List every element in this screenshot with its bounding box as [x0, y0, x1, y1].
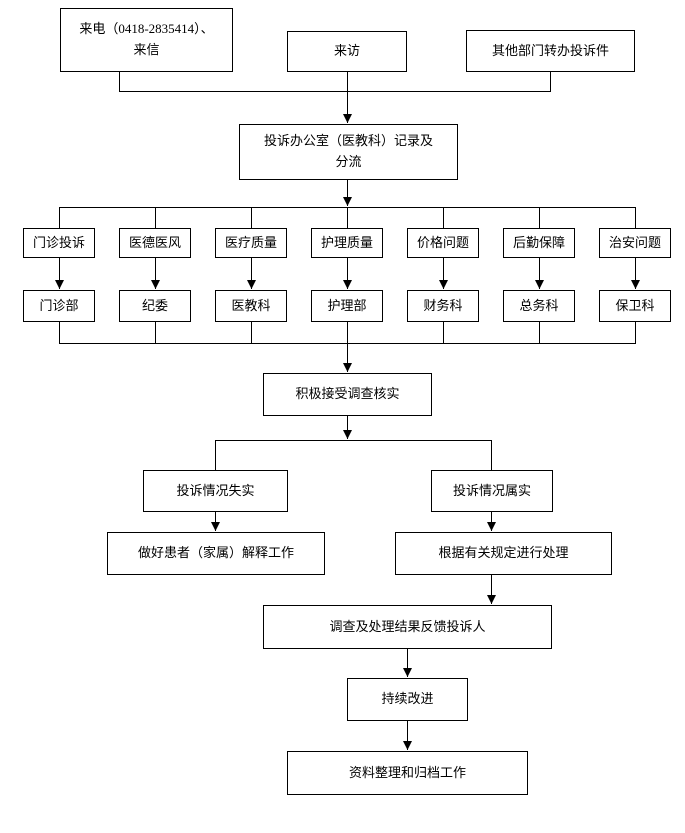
node-source-phone-letter: 来电（0418-2835414）、 来信 — [60, 8, 233, 72]
node-explain-to-patient-family: 做好患者（家属）解释工作 — [107, 532, 325, 575]
verify-split-lines — [215, 416, 492, 470]
node-department-general-affairs: 总务科 — [503, 290, 575, 322]
node-category-logistics-support: 后勤保障 — [503, 228, 575, 258]
category-to-department-arrows — [55, 258, 640, 289]
node-category-medical-quality: 医疗质量 — [215, 228, 287, 258]
node-department-security: 保卫科 — [599, 290, 671, 322]
node-handle-per-regulations: 根据有关规定进行处理 — [395, 532, 612, 575]
node-department-nursing: 护理部 — [311, 290, 383, 322]
node-department-outpatient: 门诊部 — [23, 290, 95, 322]
source-junction-lines — [119, 72, 551, 123]
node-complaint-office-intake: 投诉办公室（医教科）记录及 分流 — [239, 124, 458, 180]
node-category-outpatient-complaint: 门诊投诉 — [23, 228, 95, 258]
node-accept-investigation: 积极接受调查核实 — [263, 373, 432, 416]
department-collector-lines — [59, 322, 636, 372]
node-category-nursing-quality: 护理质量 — [311, 228, 383, 258]
node-department-discipline-committee: 纪委 — [119, 290, 191, 322]
node-archive-materials: 资料整理和归档工作 — [287, 751, 528, 795]
node-complaint-unfounded: 投诉情况失实 — [143, 470, 288, 512]
node-source-visit: 来访 — [287, 31, 407, 72]
node-continuous-improvement: 持续改进 — [347, 678, 468, 721]
node-category-price-issue: 价格问题 — [407, 228, 479, 258]
node-source-other-department-transfer: 其他部门转办投诉件 — [466, 30, 635, 72]
node-category-medical-ethics: 医德医风 — [119, 228, 191, 258]
office-to-categories-lines — [59, 180, 636, 228]
branch-arrows — [211, 512, 496, 750]
node-department-finance: 财务科 — [407, 290, 479, 322]
node-complaint-verified: 投诉情况属实 — [431, 470, 553, 512]
node-feedback-result-to-complainant: 调查及处理结果反馈投诉人 — [263, 605, 552, 649]
node-department-medical-education: 医教科 — [215, 290, 287, 322]
node-category-public-security: 治安问题 — [599, 228, 671, 258]
